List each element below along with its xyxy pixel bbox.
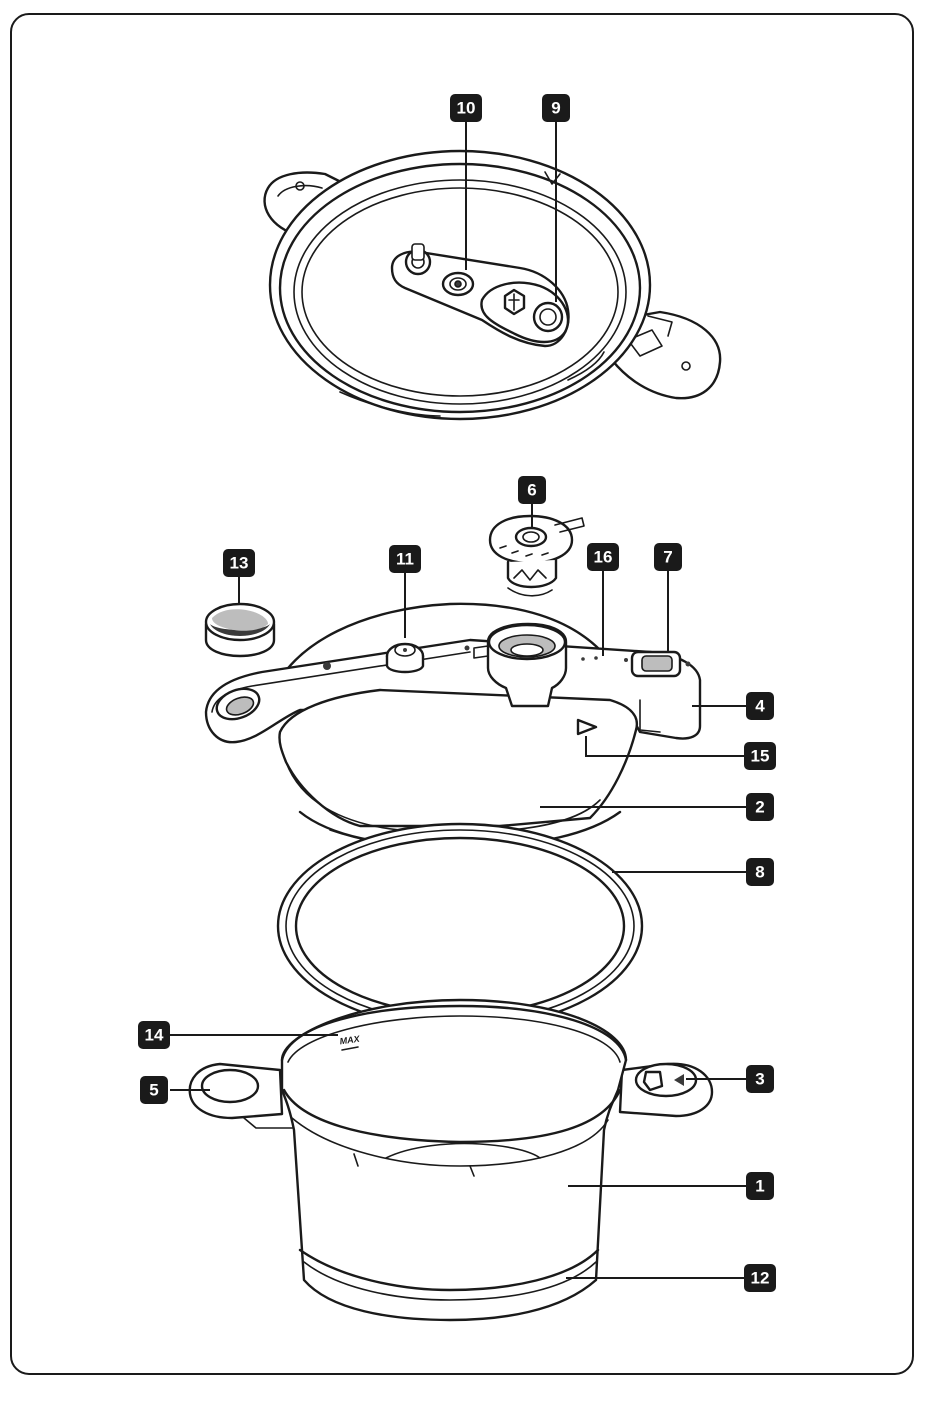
callout-6: 6 — [518, 476, 546, 504]
operating-valve — [490, 516, 584, 596]
callout-14: 14 — [138, 1021, 170, 1049]
callout-13: 13 — [223, 549, 255, 577]
callout-3: 3 — [746, 1065, 774, 1093]
callout-6-label: 6 — [527, 481, 536, 500]
callout-11: 11 — [389, 545, 421, 573]
callout-15: 15 — [744, 742, 776, 770]
callout-9-label: 9 — [551, 99, 560, 118]
callout-8-label: 8 — [755, 863, 764, 882]
callout-13-label: 13 — [230, 554, 249, 573]
callout-12-label: 12 — [751, 1269, 770, 1288]
callout-16: 16 — [587, 543, 619, 571]
callout-7: 7 — [654, 543, 682, 571]
callout-3-label: 3 — [755, 1070, 764, 1089]
callout-8: 8 — [746, 858, 774, 886]
callout-2-label: 2 — [755, 798, 764, 817]
callout-10-label: 10 — [457, 99, 476, 118]
callout-2: 2 — [746, 793, 774, 821]
callout-1-label: 1 — [755, 1177, 764, 1196]
lid-underside — [265, 151, 721, 419]
callout-15-label: 15 — [751, 747, 770, 766]
callout-16-label: 16 — [594, 548, 613, 567]
callout-1: 1 — [746, 1172, 774, 1200]
callout-5: 5 — [140, 1076, 168, 1104]
sealing-ring — [278, 824, 642, 1028]
pot-body — [190, 1000, 712, 1320]
callout-5-label: 5 — [149, 1081, 158, 1100]
callout-12: 12 — [744, 1264, 776, 1292]
callout-10: 10 — [450, 94, 482, 122]
lid-assembly — [206, 604, 700, 850]
callout-14-label: 14 — [145, 1026, 164, 1045]
callout-7-label: 7 — [663, 548, 672, 567]
callout-9: 9 — [542, 94, 570, 122]
pressure-cap — [206, 604, 274, 656]
callout-11-label: 11 — [396, 550, 414, 569]
callout-4: 4 — [746, 692, 774, 720]
callout-4-label: 4 — [755, 697, 765, 716]
